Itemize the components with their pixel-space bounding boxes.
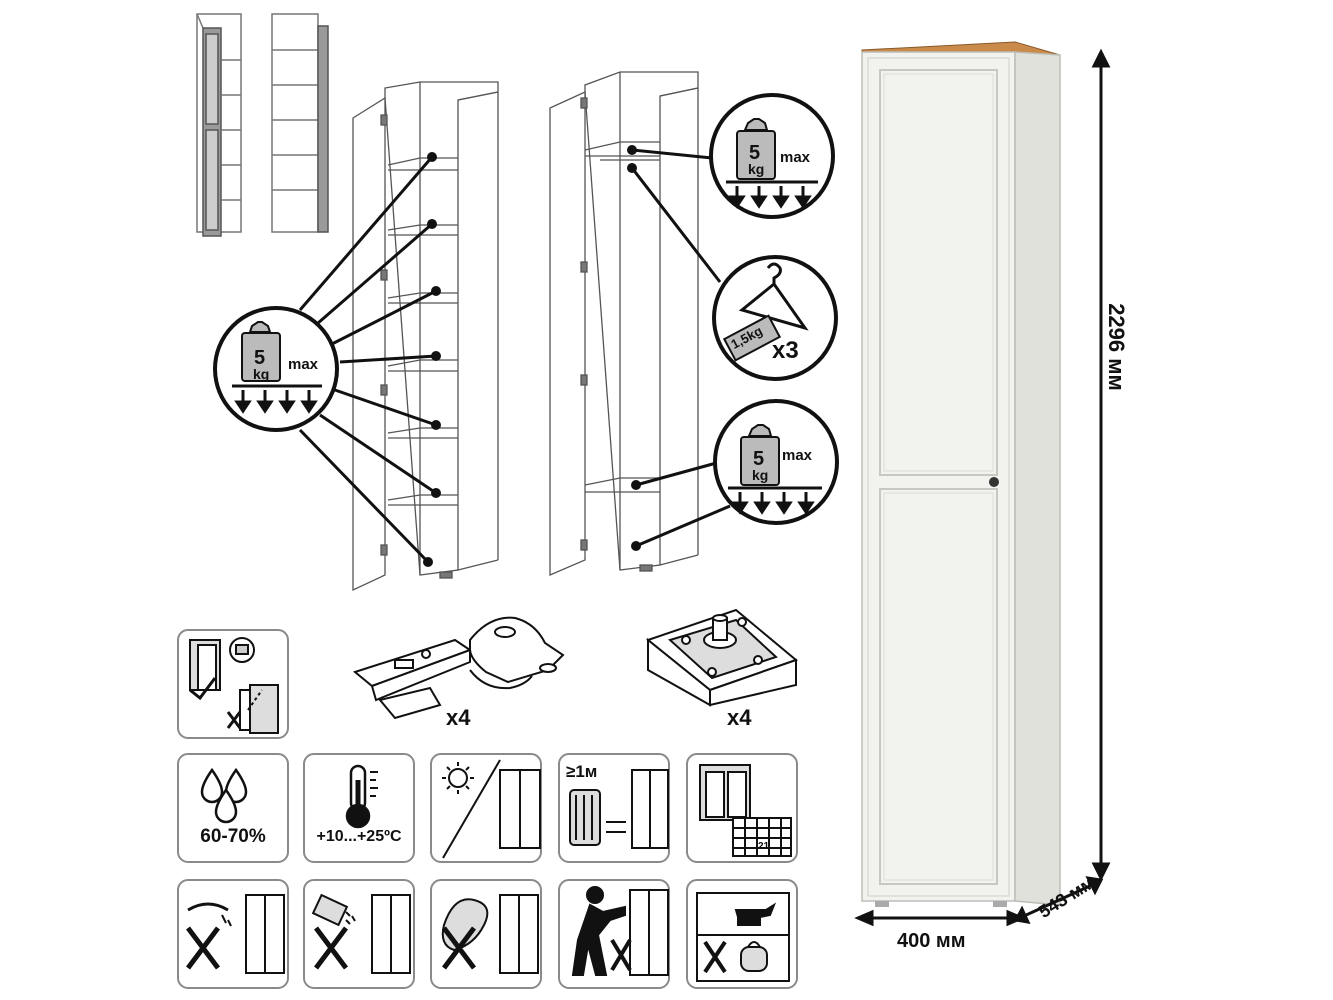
temperature-label: +10...+25ºC [316,828,402,845]
shelf-leader-lines [298,156,437,564]
sunlight-icon [442,759,541,859]
load-max-left: max [288,356,319,373]
load-badge-top-right [709,93,835,219]
hanger-count: x3 [772,337,799,364]
load-unit-top: kg [748,161,765,177]
humidity-label: 60-70% [200,826,266,847]
cabinet-photo [861,41,1061,907]
load-weight-top: 5 [749,142,761,164]
hanger-badge [712,255,838,381]
width-dimension: 400 мм [897,930,966,952]
dimension-lines [854,48,1111,927]
thermometer-icon [345,764,378,829]
wardrobe-leader-dots [627,145,641,551]
no-solvent-icon [441,894,539,974]
no-leaning-icon [571,886,669,976]
humidity-drops-icon [200,767,248,824]
heater-distance-icon [569,769,669,849]
load-max-bottom: max [782,447,813,464]
wardrobe-leader-lines [630,148,731,548]
height-dimension: 2296 мм [1104,303,1129,391]
load-weight-left: 5 [254,347,266,369]
load-unit-left: kg [253,366,270,382]
cabinet-shelves-drawing [352,81,499,592]
door-assembly-icon [189,637,279,734]
adjustable-foot-part [645,608,798,707]
shelf-leader-dots [423,152,441,567]
no-abrasive-icon [311,893,411,974]
load-badge-left [213,306,339,432]
load-weight-bottom: 5 [753,448,765,470]
foot-count: x4 [727,705,752,730]
calendar-day: 21 [758,841,770,852]
load-badge-bottom-right [713,399,839,525]
distance-label: ≥1м [566,762,598,781]
load-max-top: max [780,149,811,166]
hinge-count: x4 [446,705,471,730]
cabinet-wardrobe-drawing [549,71,699,576]
no-water-icon [186,894,285,974]
no-heavy-load-icon [696,892,790,982]
thumbnail-closed-door [196,13,242,237]
hinge-part [352,616,565,720]
thumbnail-open-door [271,13,329,233]
ventilation-calendar-icon [699,764,792,857]
load-unit-bottom: kg [752,467,769,483]
